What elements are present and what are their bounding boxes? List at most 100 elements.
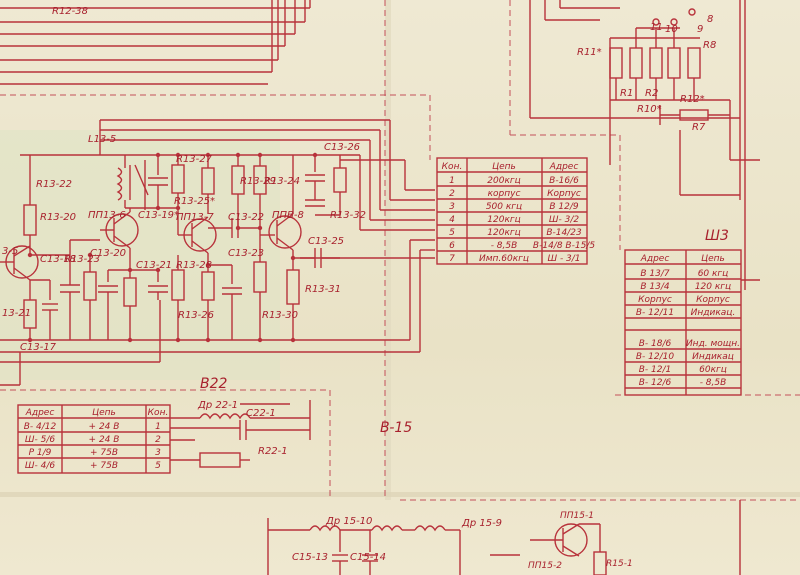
label-r13-20: R13-20	[40, 212, 76, 223]
b22-wiring	[170, 400, 311, 468]
label-r13-26: R13-26	[178, 310, 214, 321]
label-r7: R7	[692, 122, 706, 133]
table-cell: 2	[449, 189, 455, 199]
table-cell: В- 12/6	[639, 378, 672, 388]
table-header-cell: Адрес	[640, 254, 670, 264]
table-cell: + 75В	[90, 461, 118, 471]
label-c22-1: C22-1	[246, 408, 276, 419]
label-pp13-7: ПП13-7	[176, 212, 214, 223]
table-cell: Индикац	[692, 352, 734, 362]
table-cell: В- 12/10	[636, 352, 674, 362]
table-cell: Инд. мощн.	[686, 339, 740, 349]
top-left-bus-wires	[0, 0, 311, 85]
table-cell: 60 кгц	[698, 269, 729, 279]
table-cell: Р 1/9	[29, 448, 52, 458]
table-cell: 1	[449, 176, 455, 186]
label-pp15-2: ПП15-2	[528, 561, 562, 571]
table-cell: 3	[449, 202, 455, 212]
table-cell: 120кгц	[487, 228, 520, 238]
label-pin-9: 9	[697, 24, 703, 35]
table-header-cell: Цепь	[492, 162, 516, 172]
table-cell: Ш - 3/1	[547, 254, 580, 264]
table-cell: 2	[155, 435, 161, 445]
table-cell: + 75В	[90, 448, 118, 458]
label-b15: B-15	[380, 420, 412, 436]
table-cell: В-14/23	[546, 228, 582, 238]
label-r15-1: R15-1	[606, 559, 633, 569]
label-l13-5: L13-5	[88, 134, 116, 145]
label-c13-19: C13-19*	[138, 210, 179, 221]
label-pin-10: 10	[665, 24, 678, 35]
table-cell: 3	[155, 448, 161, 458]
table-cell: 200кгц	[487, 176, 520, 186]
table-cell: В-16/6	[549, 176, 579, 186]
table-header-cell: Адрес	[25, 408, 55, 418]
table-cell: 6	[449, 241, 455, 251]
table-cell: 5	[155, 461, 161, 471]
label-r12-38: R12-38	[52, 6, 88, 17]
table-cell: корпус	[488, 189, 521, 199]
label-r13-24: R13-24	[264, 176, 300, 187]
label-pin-11: 11	[650, 22, 663, 33]
table-cell: В 13/7	[640, 269, 670, 279]
label-c13-17: C13-17	[20, 342, 57, 353]
table-cell: Ш- 4/6	[25, 461, 55, 471]
label-r13-27: R13-27	[176, 154, 213, 165]
label-pp15-1: ПП15-1	[560, 511, 594, 521]
label-r10: R10*	[637, 104, 662, 115]
table-cell: Корпус	[696, 295, 730, 305]
table-cell: Ш- 3/2	[549, 215, 579, 225]
table-cell: В- 12/11	[636, 308, 674, 318]
label-r13-28: R13-28	[176, 260, 212, 271]
label-c13-26: C13-26	[324, 142, 360, 153]
table-cell: + 24 В	[89, 435, 120, 445]
label-13-21: 13-21	[2, 308, 31, 319]
label-c15-14: C15-14	[350, 552, 386, 563]
table-cell: 120кгц	[487, 215, 520, 225]
table-cell: 4	[449, 215, 455, 225]
table-cell: Корпус	[638, 295, 672, 305]
label-dr15-9: Др 15-9	[461, 518, 502, 529]
label-pin-8: 8	[707, 14, 713, 25]
table-cell: 7	[449, 254, 455, 264]
table-cell: - 8,5В	[491, 241, 518, 251]
label-b22: B22	[200, 376, 228, 392]
table-cell: Имп.60кгц	[479, 254, 529, 264]
table-cell: 500 кгц	[486, 202, 522, 212]
table-cell: 60кгц	[699, 365, 727, 375]
table-cell: - 8,5В	[700, 378, 727, 388]
label-c13-20: C13-20	[90, 248, 126, 259]
top-right-block	[529, 0, 760, 290]
label-c13-23: C13-23	[228, 248, 264, 259]
table-cell: В 12/9	[549, 202, 579, 212]
label-r13-25-star: R13-25*	[174, 196, 215, 207]
table-header-cell: Кон.	[148, 408, 169, 418]
label-r12: R12*	[680, 94, 705, 105]
label-sh3: Ш3	[705, 228, 729, 244]
table-header-cell: Цепь	[701, 254, 725, 264]
table-cell: В-14/8 В-15/5	[533, 241, 595, 251]
b15-wiring	[267, 500, 741, 575]
label-r13-32: R13-32	[330, 210, 366, 221]
label-c13-22: C13-22	[228, 212, 264, 223]
table-cell: В 13/4	[640, 282, 670, 292]
label-dr15-10: Др 15-10	[325, 516, 372, 527]
table-header-cell: Цепь	[92, 408, 116, 418]
label-c13-21: C13-21	[136, 260, 172, 271]
label-r2: R2	[645, 88, 658, 99]
label-r8: R8	[703, 40, 716, 51]
label-ppv-8: ППВ-8	[272, 210, 304, 221]
label-r13-29: R13-29	[240, 176, 276, 187]
label-r11: R11*	[577, 47, 602, 58]
table-cell: + 24 В	[89, 422, 120, 432]
table-cell: В- 18/6	[639, 339, 672, 349]
table-cell: 1	[155, 422, 161, 432]
label-pp13-6: ПП13-6	[88, 210, 126, 221]
table-cell: В- 12/1	[639, 365, 672, 375]
table-cell: Индикац.	[691, 308, 736, 318]
label-r13-22: R13-22	[36, 179, 72, 190]
